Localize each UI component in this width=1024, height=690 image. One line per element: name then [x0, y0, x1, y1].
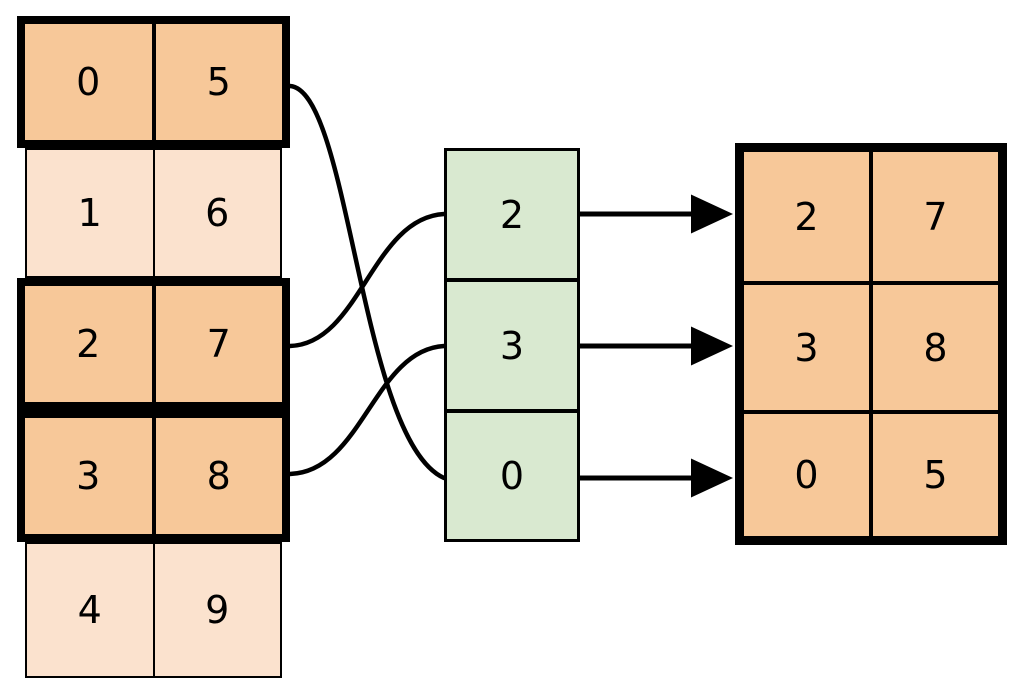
table-cell: 0	[76, 60, 101, 104]
index-cell[interactable]: 0	[444, 410, 580, 542]
curve-row2-to-index2	[287, 211, 447, 349]
table-cell: 5	[869, 414, 998, 536]
table-row[interactable]: 2 7	[744, 152, 998, 281]
table-cell: 7	[151, 286, 283, 402]
source-table: 0 5 1 6 2 7 3 8 4 9	[17, 16, 290, 678]
index-column: 2 3 0	[444, 148, 580, 542]
result-table: 2 7 3 8 0 5	[735, 143, 1007, 545]
table-row[interactable]: 0 5	[17, 16, 290, 148]
table-cell: 3	[76, 454, 101, 498]
table-cell: 1	[77, 191, 102, 235]
table-row[interactable]: 4 9	[25, 542, 282, 678]
table-cell: 4	[77, 588, 102, 632]
table-row[interactable]: 3 8	[17, 410, 290, 542]
table-row[interactable]: 0 5	[744, 410, 998, 536]
table-cell: 9	[152, 544, 281, 676]
index-cell[interactable]: 3	[444, 279, 580, 412]
table-row[interactable]: 3 8	[744, 281, 998, 410]
table-cell: 8	[151, 418, 283, 534]
index-cell[interactable]: 2	[444, 148, 580, 281]
table-cell: 3	[794, 325, 819, 370]
table-cell: 7	[869, 152, 998, 281]
table-cell: 0	[794, 453, 819, 497]
curve-row3-to-index3	[287, 343, 447, 477]
curve-row0-to-index0	[287, 83, 447, 481]
table-cell: 5	[151, 24, 283, 140]
table-row[interactable]: 2 7	[17, 278, 290, 410]
table-cell: 2	[76, 322, 101, 366]
table-cell: 8	[869, 285, 998, 410]
table-cell: 2	[794, 194, 819, 239]
table-row[interactable]: 1 6	[25, 148, 282, 278]
table-cell: 6	[152, 150, 281, 276]
